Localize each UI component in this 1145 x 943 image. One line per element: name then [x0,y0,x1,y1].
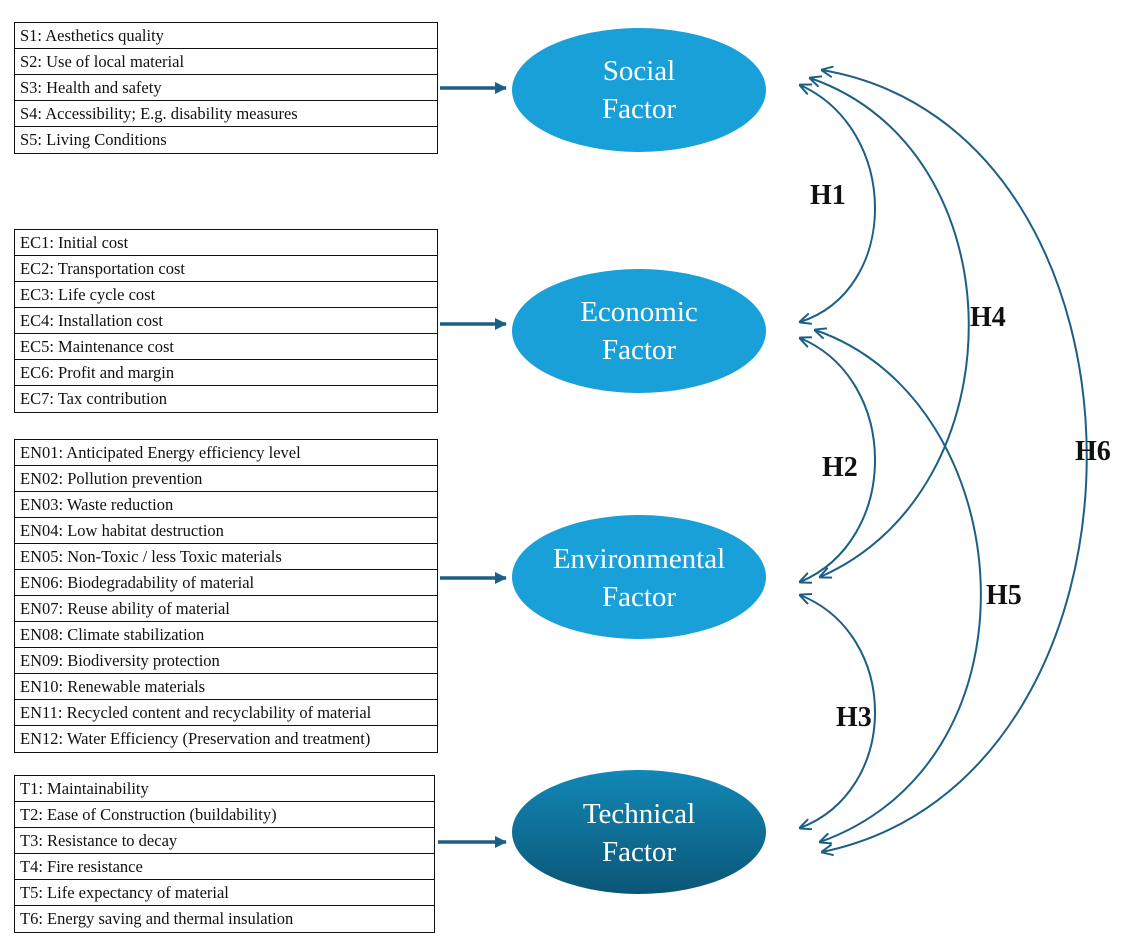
indicator-row: EC5: Maintenance cost [15,334,437,360]
social-factor-label: Social Factor [539,52,739,128]
indicator-row: EN10: Renewable materials [15,674,437,700]
environmental-indicators-table: EN01: Anticipated Energy efficiency leve… [14,439,438,753]
economic-factor-label: Economic Factor [529,293,749,369]
social-factor-title: Social [602,55,676,87]
technical-factor-title: Technical [582,798,696,830]
h6-arrow [822,70,1088,852]
indicator-row: EN06: Biodegradability of material [15,570,437,596]
h1-arrow [800,85,876,322]
indicator-row: T1: Maintainability [15,776,434,802]
h4-arrow [810,78,970,577]
indicator-row: T5: Life expectancy of material [15,880,434,906]
indicator-row: S5: Living Conditions [20,130,167,149]
indicator-row: EC1: Initial cost [15,230,437,256]
h6-label: H6 [1075,436,1111,467]
indicator-row: EN09: Biodiversity protection [15,648,437,674]
indicator-row: S1: Aesthetics quality [15,23,437,49]
indicator-row: EN01: Anticipated Energy efficiency leve… [15,440,437,466]
indicator-row: EN05: Non-Toxic / less Toxic materials [15,544,437,570]
environmental-factor-subtitle: Factor [601,581,677,613]
environmental-factor-ellipse [512,515,766,639]
technical-indicators-table: T1: Maintainability T2: Ease of Construc… [14,775,435,933]
h2-label: H2 [822,452,858,483]
social-factor-ellipse [512,28,766,152]
technical-factor-label: Technical Factor [539,795,739,871]
h2-arrow [800,338,876,582]
indicator-row: T2: Ease of Construction (buildability) [15,802,434,828]
indicator-row: EN08: Climate stabilization [15,622,437,648]
social-indicators-table: S1: Aesthetics quality S2: Use of local … [14,22,438,154]
indicator-row: EN12: Water Efficiency (Preservation and… [20,729,371,748]
h3-label: H3 [836,702,872,733]
indicator-row: EC6: Profit and margin [15,360,437,386]
environmental-factor-label: Environmental Factor [519,540,759,616]
indicator-row: T3: Resistance to decay [15,828,434,854]
economic-factor-ellipse [512,269,766,393]
indicator-row: EN07: Reuse ability of material [15,596,437,622]
indicator-row: T6: Energy saving and thermal insulation [20,909,294,928]
technical-factor-subtitle: Factor [601,836,677,868]
indicator-row: EN02: Pollution prevention [15,466,437,492]
h1-label: H1 [810,180,846,211]
economic-indicators-table: EC1: Initial cost EC2: Transportation co… [14,229,438,413]
h4-label: H4 [970,302,1006,333]
indicator-row: EN03: Waste reduction [15,492,437,518]
h3-arrow [800,595,876,828]
indicator-row: EC4: Installation cost [15,308,437,334]
economic-factor-subtitle: Factor [601,334,677,366]
h5-label: H5 [986,580,1022,611]
indicator-row: EC2: Transportation cost [15,256,437,282]
technical-factor-ellipse [512,770,766,894]
indicator-row: EC3: Life cycle cost [15,282,437,308]
indicator-row: S3: Health and safety [15,75,437,101]
indicator-row: T4: Fire resistance [15,854,434,880]
indicator-row: EN04: Low habitat destruction [15,518,437,544]
social-factor-subtitle: Factor [601,93,677,125]
indicator-row: EN11: Recycled content and recyclability… [15,700,437,726]
h5-arrow [815,330,982,842]
indicator-row: S4: Accessibility; E.g. disability measu… [15,101,437,127]
environmental-factor-title: Environmental [552,543,726,575]
indicator-row: S2: Use of local material [15,49,437,75]
indicator-row: EC7: Tax contribution [20,389,168,408]
economic-factor-title: Economic [580,296,698,328]
